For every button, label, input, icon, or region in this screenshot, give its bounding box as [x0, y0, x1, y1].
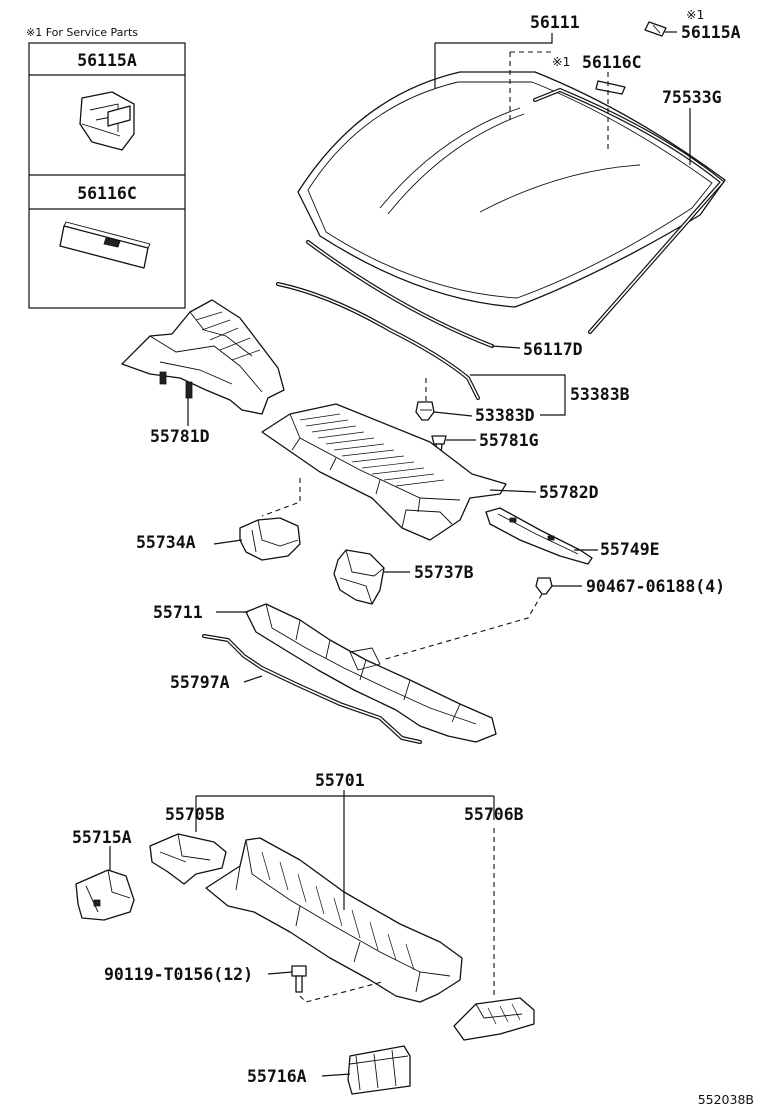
label-55705B: 55705B — [165, 805, 225, 824]
label-56116C: 56116C — [582, 53, 642, 72]
cowl-top-panel-55701 — [205, 837, 463, 1003]
label-55716A: 55716A — [247, 1067, 307, 1086]
bracket-55737B — [333, 549, 385, 605]
mark-56116C: ※1 — [552, 54, 570, 69]
diagram-code: 552038B — [698, 1092, 754, 1107]
label-55782D: 55782D — [539, 483, 599, 502]
plate-56116C-illustration — [59, 221, 151, 269]
label-55737B: 55737B — [414, 563, 474, 582]
cowl-louver-left-55781D — [121, 299, 285, 415]
cowl-louver-55782D — [261, 403, 507, 541]
cowl-seal-strip — [276, 282, 480, 400]
label-53383D: 53383D — [475, 406, 535, 425]
label-55734A: 55734A — [136, 533, 196, 552]
label-55711: 55711 — [153, 603, 203, 622]
label-75533G: 75533G — [662, 88, 722, 107]
label-55781D: 55781D — [150, 427, 210, 446]
label-90119-T0156: 90119-T0156(12) — [104, 965, 253, 984]
bracket-55734A — [239, 517, 301, 561]
label-55706B: 55706B — [464, 805, 524, 824]
cowl-panel-55711 — [245, 603, 497, 743]
mark-56115A: ※1 — [686, 7, 704, 22]
bolt-90119-T0156 — [291, 965, 307, 993]
label-56111: 56111 — [530, 13, 580, 32]
windshield-glass-56111 — [297, 21, 726, 348]
bracket-55716A — [347, 1045, 411, 1095]
label-90467-06188: 90467-06188(4) — [586, 577, 725, 596]
inset-item-56115A-label: 56115A — [77, 51, 137, 70]
callout-labels: 56111 ※1 56115A ※1 56116C 75533G 56117D … — [72, 7, 754, 1107]
label-55701: 55701 — [315, 771, 365, 790]
label-55797A: 55797A — [170, 673, 230, 692]
clip-53383D — [415, 401, 435, 421]
label-55715A: 55715A — [72, 828, 132, 847]
clip-90467-06188 — [535, 577, 553, 595]
label-56115A: 56115A — [681, 23, 741, 42]
label-56117D: 56117D — [523, 340, 583, 359]
label-53383B: 53383B — [570, 385, 630, 404]
label-55781G: 55781G — [479, 431, 539, 450]
bracket-55705B — [149, 833, 227, 885]
label-55749E: 55749E — [600, 540, 660, 559]
inset-header: ※1 For Service Parts — [26, 26, 138, 39]
clip-56115A-illustration — [79, 91, 135, 151]
leader-lines — [109, 31, 691, 1077]
inset-item-56116C-label: 56116C — [77, 184, 137, 203]
seal-55797A — [202, 634, 422, 744]
bracket-55715A — [75, 869, 135, 921]
bracket-55706B — [453, 997, 535, 1041]
service-parts-inset: ※1 For Service Parts 56115A 56116C — [26, 26, 186, 309]
bracket-55749E — [485, 507, 593, 565]
